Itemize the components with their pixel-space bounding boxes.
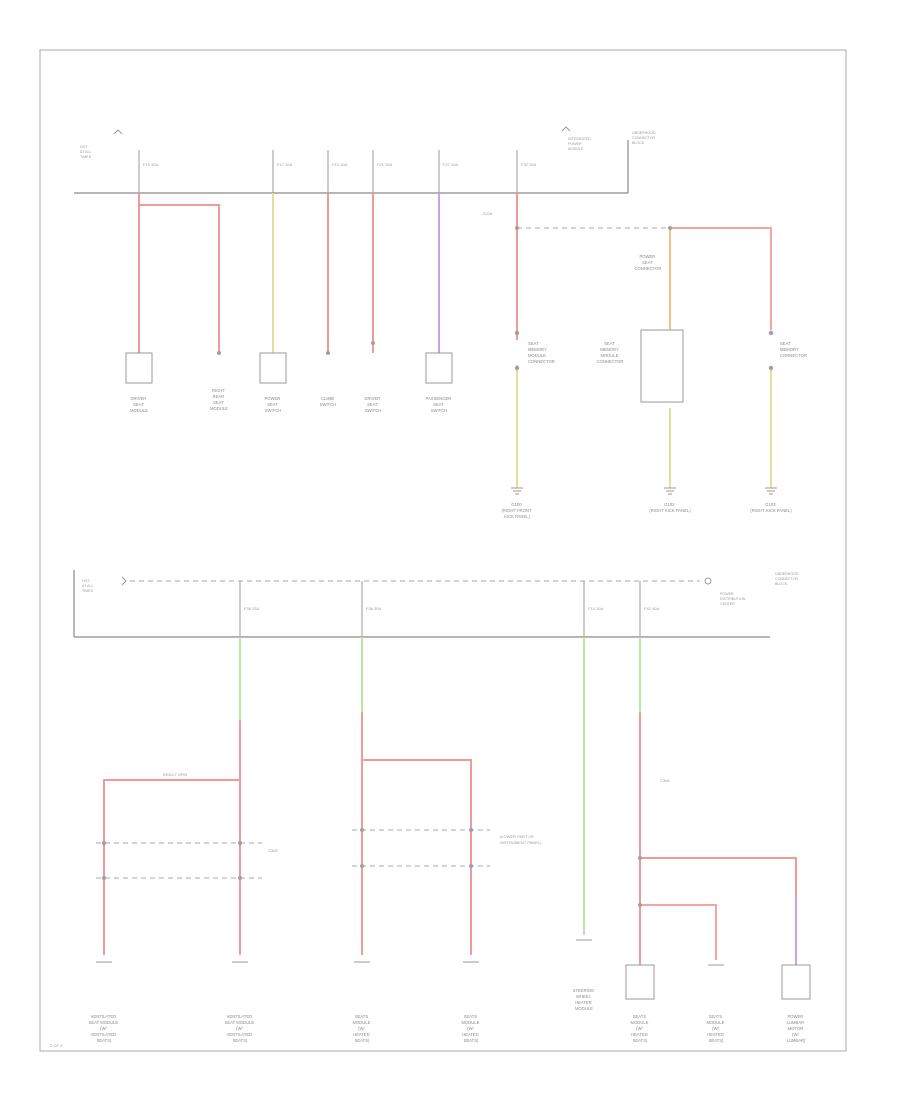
connector-pin-d <box>768 365 774 371</box>
bottom-bus-right-label-2: UNDERHOOD CONNECTOR BLOCK <box>775 572 800 586</box>
bottom-load-label-3: SEATS MODULE (W/ HEATED SEATS) <box>352 1014 371 1043</box>
top-connector-label-3: POWER SEAT CONNECTOR <box>635 254 662 271</box>
top-terminal-rear-seat <box>217 351 221 355</box>
bottom-bus-left-label: HOT AT ALL TIMES <box>82 579 94 593</box>
bottom-load-label-2: VENTILATED SEAT MODULE (W/ VENTILATED SE… <box>225 1014 256 1043</box>
top-load-label-2: RIGHT REAR SEAT MODULE <box>210 388 228 411</box>
bottom-loads <box>96 939 811 1000</box>
top-bus-left-label: HOT AT ALL TIMES <box>80 145 92 159</box>
bottom-connector-pins <box>102 828 642 907</box>
top-bus-right-hot-symbol <box>561 126 571 132</box>
wire-red-4-right <box>640 857 797 895</box>
wire-note-lower-part: (LOWER PART OF <box>500 834 535 839</box>
bottom-load-label-6: SEATS MODULE (W/ HEATED SEATS) <box>630 1014 649 1043</box>
top-panel: HOT AT ALL TIMES INTEGRATED POWER MODULE… <box>74 126 807 519</box>
load-seats-module-box <box>625 964 655 1000</box>
bottom-bus-right-hot-symbol <box>704 577 712 585</box>
top-bus-right-label-2: UNDERHOOD CONNECTOR BLOCK <box>632 131 657 145</box>
top-load-label-1: DRIVER SEAT MODULE <box>130 396 148 413</box>
ground-symbol-3 <box>765 487 777 495</box>
top-loads <box>125 341 453 384</box>
top-connectors <box>514 329 774 403</box>
top-load-label-3: POWER SEAT SWITCH <box>265 396 282 413</box>
bottom-fuse-label-1: F38 25A <box>244 606 259 611</box>
bottom-panel: HOT AT ALL TIMES POWER DISTRIBUTION CENT… <box>73 570 811 1043</box>
wire-note-c306: C306 <box>268 848 278 853</box>
bottom-fuse-label-3: F14 10A <box>588 606 603 611</box>
top-load-label-6: PASSENGER SEAT SWITCH <box>426 396 453 413</box>
wire-pink-4-branch <box>640 904 717 960</box>
top-fuse-label-6: F32 10A <box>521 162 536 167</box>
wire-note-instrument-panel: INSTRUMENT PANEL) <box>500 840 542 845</box>
top-terminal-climb <box>326 351 330 355</box>
top-bus-left-hot-symbol <box>113 129 123 135</box>
top-ground-label-2: G102 (RIGHT KICK PANEL) <box>649 502 691 513</box>
connector-pin-a <box>514 330 520 336</box>
top-grounds <box>511 487 777 495</box>
bottom-fuse-group: F38 25A F36 30A F14 10A F42 40A <box>239 581 659 637</box>
top-connector-label-2: SEAT MEMORY MODULE CONNECTOR <box>597 341 624 364</box>
top-splice-dot-2 <box>668 226 672 230</box>
diagram-frame <box>39 49 847 1052</box>
bottom-load-label-7: SEATS MODULE (W/ HEATED SEATS) <box>706 1014 725 1043</box>
top-ground-label-3: G103 (RIGHT KICK PANEL) <box>750 502 792 513</box>
load-lumbar-motor-box <box>781 964 811 1000</box>
wire-note-c306-2: C306 <box>660 778 670 783</box>
wire-red-2-right <box>362 759 472 955</box>
load-driver-seat-module <box>125 352 153 384</box>
connector-pin-c <box>768 330 774 336</box>
top-fuse-label-1: F19 30A <box>143 162 158 167</box>
bottom-load-label-1: VENTILATED SEAT MODULE (W/ VENTILATED SE… <box>89 1014 120 1043</box>
page-footer-id: 2 OF 3 <box>50 1043 63 1048</box>
top-wires <box>138 193 772 488</box>
top-splice-label: S216 <box>483 211 493 216</box>
top-fuse-label-5: F27 10A <box>443 162 458 167</box>
top-terminal-driver-switch <box>371 341 375 345</box>
load-power-seat-switch <box>259 352 287 384</box>
top-connector-label-1: SEAT MEMORY MODULE CONNECTOR <box>528 341 555 364</box>
top-ground-label-1: G100 (RIGHT FRONT KICK PANEL) <box>501 502 532 519</box>
top-fuse-label-2: F17 10A <box>277 162 292 167</box>
wire-pink-splice <box>670 227 772 330</box>
top-fuse-label-4: F21 10A <box>377 162 392 167</box>
top-load-label-4: CLIMB SWITCH <box>320 396 337 407</box>
bottom-load-label-5: STEERING WHEEL HEATER MODULE <box>573 988 596 1011</box>
top-bus-right-label: INTEGRATED POWER MODULE <box>568 137 592 151</box>
bottom-bus-right-label: POWER DISTRIBUTION CENTER <box>720 592 746 606</box>
bottom-bus-left-hot-symbol <box>121 576 127 586</box>
power-seat-connector-box <box>640 329 684 403</box>
wire-red-1-branch <box>139 204 220 353</box>
load-passenger-seat-switch <box>425 352 453 384</box>
bottom-wires <box>103 637 797 965</box>
wire-red-1-left <box>103 779 240 955</box>
top-splice-dot <box>515 226 519 230</box>
ground-symbol-2 <box>664 487 676 495</box>
top-load-label-5: DRIVER SEAT SWITCH <box>365 396 382 413</box>
top-fuse-group: F19 30A F17 10A F13 10A F21 10A F27 10A … <box>138 150 536 193</box>
top-connector-label-4: SEAT MEMORY CONNECTOR <box>780 341 807 358</box>
wire-note-red-lt-grn: RED/LT GRN <box>163 772 187 777</box>
bottom-fuse-label-4: F42 40A <box>644 606 659 611</box>
top-fuse-label-3: F13 10A <box>332 162 347 167</box>
ground-symbol-1 <box>511 487 523 495</box>
bottom-load-label-4: SEATS MODULE (W/ HEATED SEATS) <box>461 1014 480 1043</box>
bottom-fuse-label-2: F36 30A <box>366 606 381 611</box>
bottom-load-label-8: POWER LUMBAR MOTOR (W/ LUMBAR) <box>787 1014 806 1043</box>
connector-pin-b <box>514 365 520 371</box>
